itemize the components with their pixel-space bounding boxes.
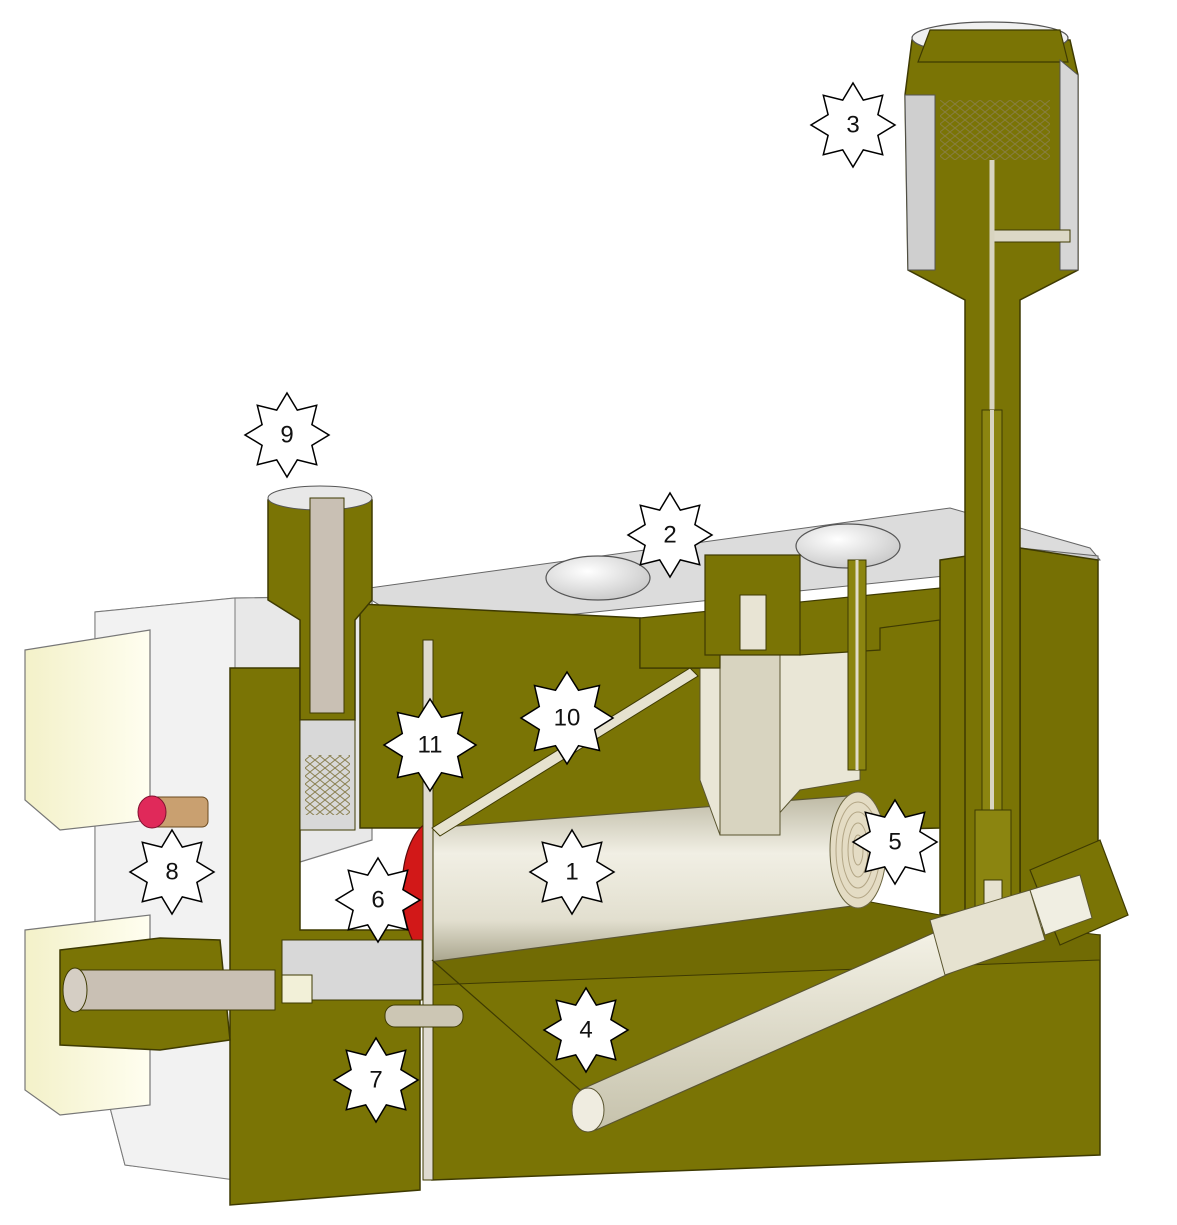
- label-number: 3: [846, 112, 859, 139]
- center-plate: [422, 639, 434, 1181]
- label-badge-4: 4: [542, 986, 630, 1074]
- star-badge-icon: [128, 828, 216, 916]
- star-badge-icon: [542, 986, 630, 1074]
- top-fitting: [904, 21, 1079, 930]
- label-badge-1: 1: [528, 828, 616, 916]
- label-number: 2: [663, 522, 676, 549]
- label-badges: 1 2 3 4 5 6 7 8 9 10 11: [128, 81, 939, 1124]
- label-number: 9: [280, 422, 293, 449]
- star-badge-icon: [243, 391, 331, 479]
- label-number: 5: [888, 829, 901, 856]
- label-number: 1: [565, 859, 578, 886]
- star-badge-icon: [528, 828, 616, 916]
- left-knobs: [24, 629, 464, 1116]
- label-number: 6: [371, 887, 384, 914]
- left-top-fitting: [267, 485, 373, 831]
- label-number: 10: [554, 705, 581, 732]
- label-badge-9: 9: [243, 391, 331, 479]
- label-number: 11: [418, 732, 443, 759]
- label-number: 8: [165, 859, 178, 886]
- label-badge-8: 8: [128, 828, 216, 916]
- label-badge-2: 2: [626, 491, 714, 579]
- label-number: 4: [579, 1017, 592, 1044]
- label-number: 7: [369, 1067, 382, 1094]
- label-badge-3: 3: [809, 81, 897, 169]
- star-badge-icon: [851, 798, 939, 886]
- star-badge-icon: [626, 491, 714, 579]
- inclined-rod: [431, 839, 1129, 1133]
- star-badge-icon: [334, 856, 422, 944]
- top-screws: [545, 523, 941, 771]
- cylinder-bore: [429, 619, 887, 963]
- star-badge-icon: [809, 81, 897, 169]
- label-badge-10: 10: [519, 670, 615, 766]
- star-badge-icon: [382, 697, 478, 793]
- label-badge-5: 5: [851, 798, 939, 886]
- star-badge-icon: [332, 1036, 420, 1124]
- label-badge-7: 7: [332, 1036, 420, 1124]
- label-badge-6: 6: [334, 856, 422, 944]
- label-badge-11: 11: [382, 697, 478, 793]
- star-badge-icon: [519, 670, 615, 766]
